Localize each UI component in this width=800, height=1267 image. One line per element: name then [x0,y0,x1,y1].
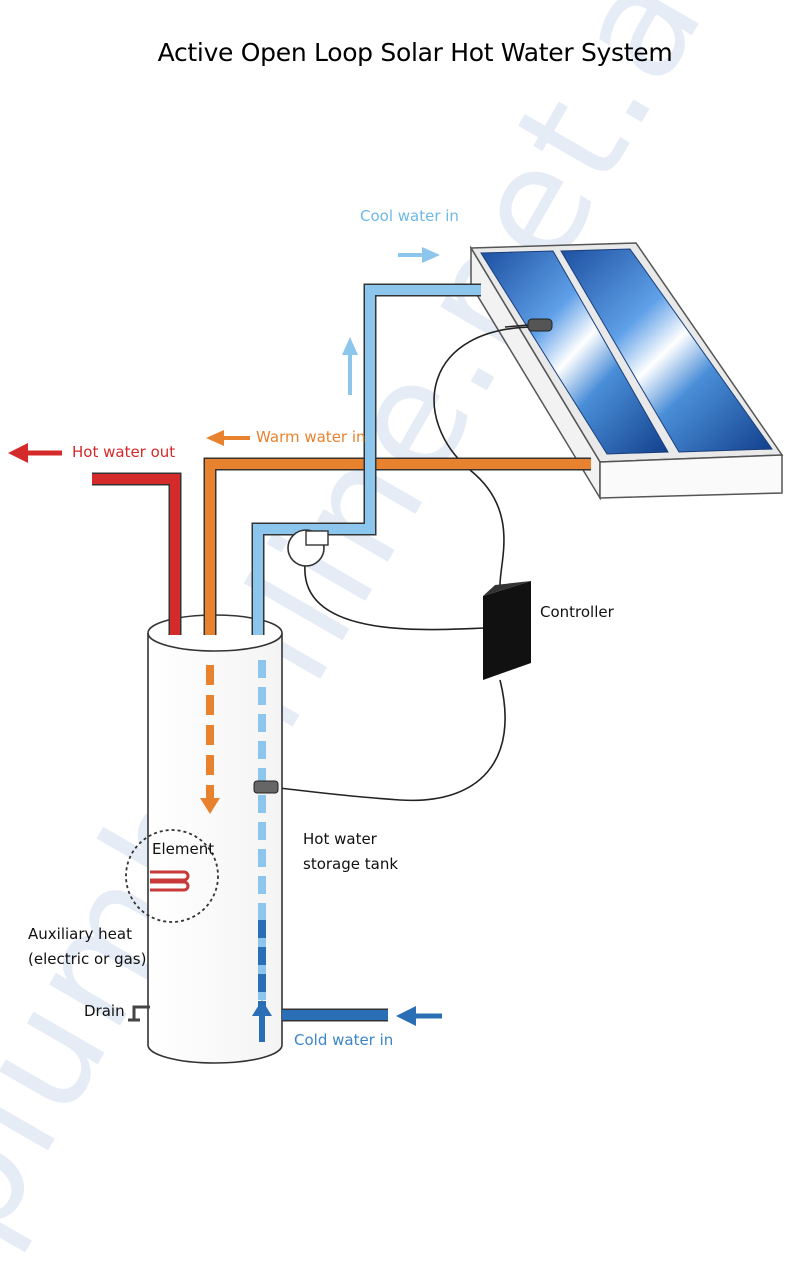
tank-sensor [253,780,279,794]
hot-water-out-arrow [8,443,62,463]
element-circle [125,829,219,923]
hot-water-out-label: Hot water out [72,443,176,461]
drain-tap [128,1005,150,1022]
diagram-title: Active Open Loop Solar Hot Water System [157,38,673,67]
storage-tank [147,614,283,1064]
system-schematic [8,242,784,1064]
cool-water-up-arrow [342,337,358,395]
warm-water-in-label: Warm water in [256,428,366,446]
pump [287,529,329,567]
solar-collector [469,242,784,501]
drain-label: Drain [84,1002,125,1020]
heating-element [150,870,190,892]
auxiliary-heat-label-line1: Auxiliary heat [28,925,132,943]
tank-label-line2: storage tank [303,855,399,873]
element-label: Element [152,840,215,858]
cold-water-in-label: Cold water in [294,1031,394,1049]
cold-water-in-arrow [396,1006,442,1026]
cool-water-pipe [253,285,481,635]
controller-wires [277,326,541,802]
controller-label: Controller [540,603,614,621]
hot-water-pipe [92,474,180,635]
collector-sensor [527,318,553,332]
cool-water-in-label: Cool water in [360,207,459,225]
warm-water-pipe [205,459,591,635]
auxiliary-heat-label-line2: (electric or gas) [28,950,147,968]
cool-water-in-arrow [398,247,440,263]
warm-water-in-arrow [206,430,250,446]
controller-box [483,581,531,680]
tank-label-line1: Hot water [303,830,377,848]
